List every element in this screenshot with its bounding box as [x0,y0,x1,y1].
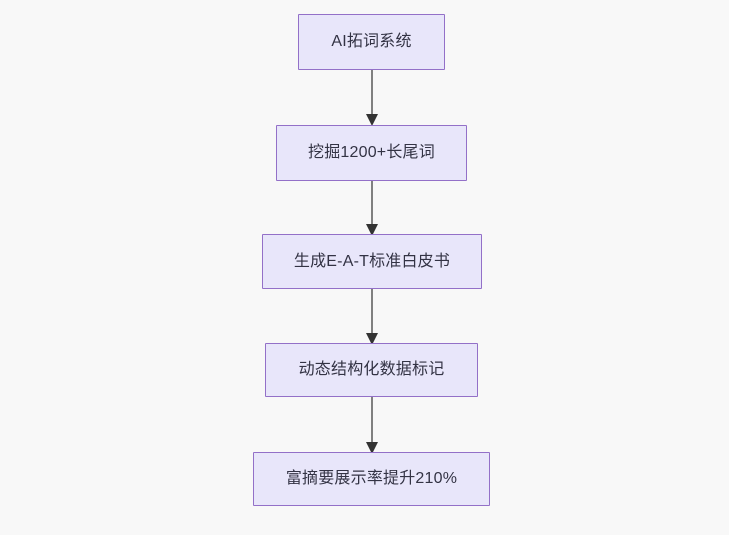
edge-node1-to-node2 [366,70,378,126]
flowchart-node-ai-keyword-system[interactable]: AI拓词系统 [298,14,445,70]
edge-node2-to-node3 [366,181,378,236]
flowchart-node-generate-eat-whitepaper[interactable]: 生成E-A-T标准白皮书 [262,234,482,289]
flowchart-node-dynamic-structured-data-markup[interactable]: 动态结构化数据标记 [265,343,478,397]
edge-node3-to-node4 [366,289,378,345]
edge-node4-to-node5 [366,397,378,454]
flowchart-node-mine-longtail-keywords[interactable]: 挖掘1200+长尾词 [276,125,467,181]
node-label: 生成E-A-T标准白皮书 [293,252,451,270]
node-label: 动态结构化数据标记 [298,361,445,379]
node-label: 挖掘1200+长尾词 [308,144,435,162]
node-label: 富摘要展示率提升210% [285,470,458,488]
node-label: AI拓词系统 [331,33,412,51]
flowchart-node-rich-snippet-impression-uplift[interactable]: 富摘要展示率提升210% [253,452,490,506]
